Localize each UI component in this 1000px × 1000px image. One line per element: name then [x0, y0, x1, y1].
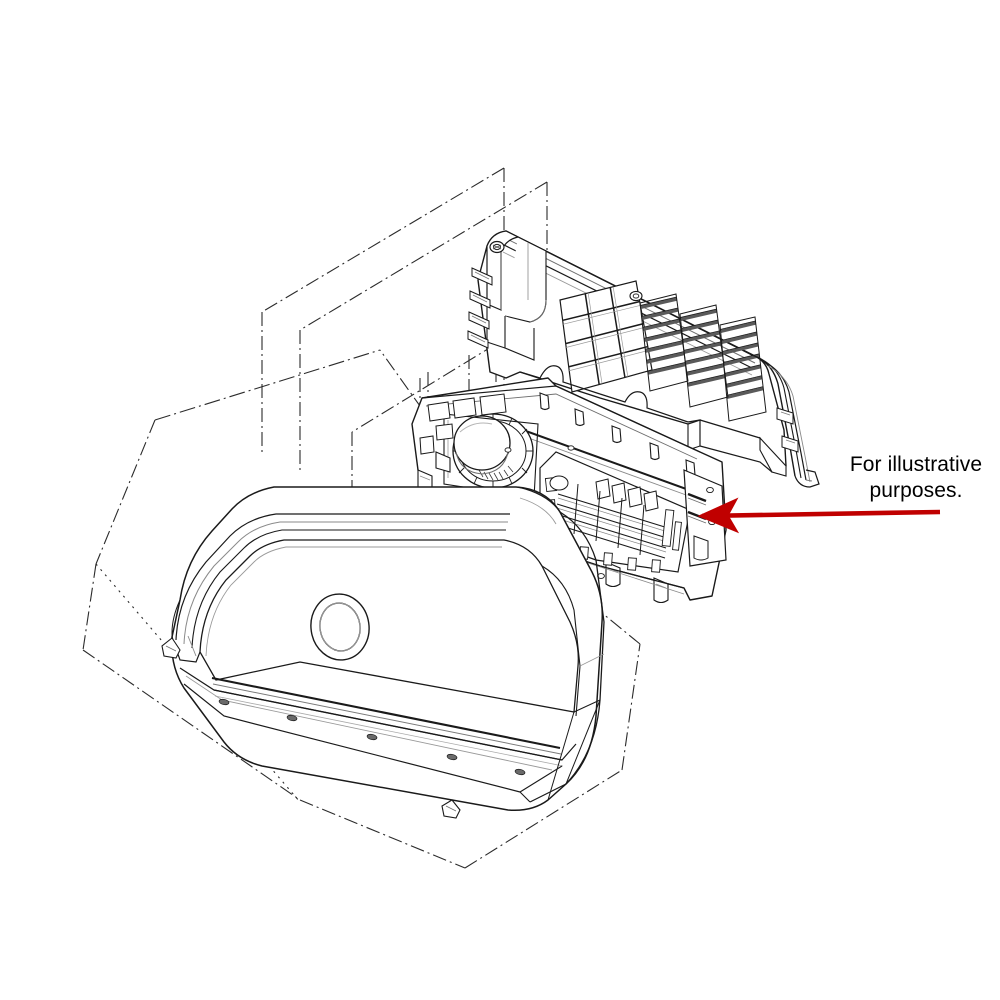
screw-boss-mid-icon: [629, 290, 643, 302]
console-bottom-clip: [441, 799, 461, 819]
rotary-knob-dial[interactable]: [452, 413, 534, 489]
rear-panel-right-rail: [751, 354, 820, 488]
screw-boss-icon: [489, 240, 505, 254]
mesh-grid-vent: [559, 280, 653, 393]
illustrative-note-line-1: For illustrative: [849, 453, 983, 476]
callout-arrow: [697, 497, 941, 534]
part-rear-cover-panel: [467, 230, 820, 488]
rear-panel-left-clips: [467, 267, 493, 349]
board-upper-slots: [419, 393, 507, 455]
console-right-end-cap: [517, 486, 605, 803]
rear-panel-rail-clips: [776, 407, 799, 453]
console-lip-nubs: [218, 698, 526, 776]
knob-aperture[interactable]: [307, 590, 374, 663]
console-left-end: [161, 599, 201, 663]
illustrative-note-line-2: purposes.: [869, 479, 963, 502]
part-front-console-shell: [161, 486, 605, 819]
